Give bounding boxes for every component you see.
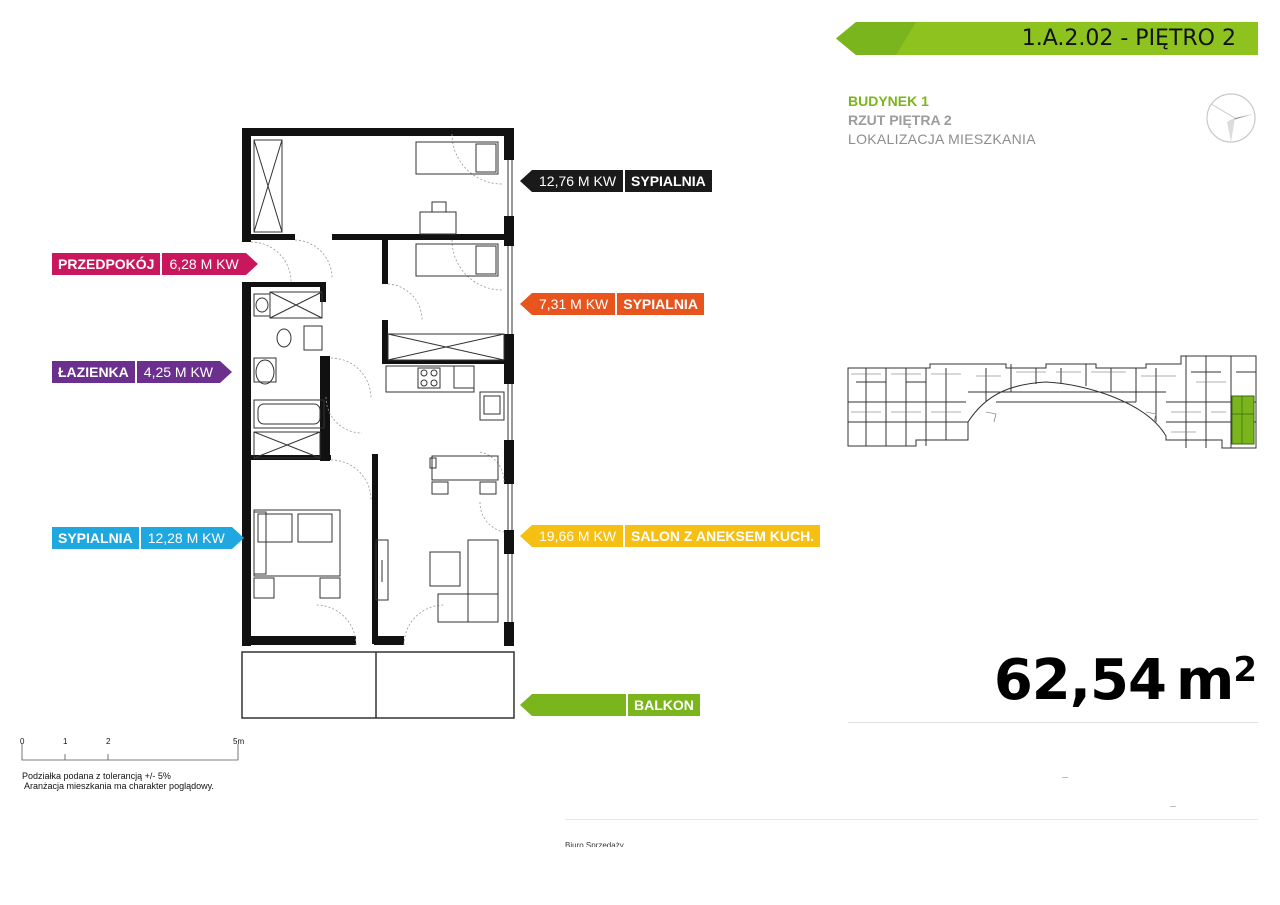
room-label-sypialnia-1: 12,76 M KW SYPIALNIA [520, 170, 712, 192]
room-name: SALON Z ANEKSEM KUCH. [623, 525, 821, 547]
floor-plan-title: RZUT PIĘTRA 2 [848, 112, 952, 128]
windows [507, 160, 513, 622]
room-label-balkon: BALKON [520, 694, 700, 716]
furniture [253, 139, 505, 623]
arrangement-note: Aranżacja mieszkania ma charakter pogląd… [24, 781, 214, 791]
door-swings [250, 133, 505, 646]
building-location-plan [847, 355, 1257, 449]
walls [242, 128, 514, 646]
floor-label: - PIĘTRO 2 [1113, 26, 1236, 51]
building-name: BUDYNEK 1 [848, 93, 929, 109]
area-unit: m [1175, 648, 1234, 713]
area-unit-sup: 2 [1233, 650, 1257, 690]
unit-code: 1.A.2.02 [1021, 26, 1114, 51]
room-area: 6,28 M KW [160, 253, 246, 275]
room-area: 4,25 M KW [134, 361, 221, 383]
room-name: SYPIALNIA [623, 170, 712, 192]
label-bar [532, 694, 626, 716]
scale-tick-1: 1 [63, 737, 68, 746]
scale-bar [21, 744, 239, 761]
unit-header: 1.A.2.02 - PIĘTRO 2 [836, 22, 1258, 55]
scale-tick-5m: 5m [233, 737, 245, 746]
location-label: LOKALIZACJA MIESZKANIA [848, 131, 1036, 147]
floor-plan [241, 128, 515, 719]
room-label-przedpokoj: PRZEDPOKÓJ 6,28 M KW [52, 253, 258, 275]
divider-line [565, 819, 1258, 820]
unit-header-banner [836, 22, 1258, 55]
room-name: SYPIALNIA [52, 527, 139, 549]
room-name: SYPIALNIA [615, 293, 704, 315]
room-area: 12,28 M KW [138, 527, 232, 549]
divider-line [848, 722, 1258, 723]
divider-dash [1062, 777, 1068, 778]
scale-notes: Podziałka podana z tolerancją +/- 5% Ara… [22, 771, 214, 791]
room-area: 12,76 M KW [532, 170, 624, 192]
scale-tick-2: 2 [106, 737, 111, 746]
room-label-sypialnia-2: 7,31 M KW SYPIALNIA [520, 293, 704, 315]
room-label-salon: 19,66 M KW SALON Z ANEKSEM KUCH. [520, 525, 821, 547]
building-info: BUDYNEK 1 RZUT PIĘTRA 2 LOKALIZACJA MIES… [848, 92, 1036, 149]
room-area: 19,66 M KW [532, 525, 624, 547]
sales-office-text: Biuro Sprzedaży [565, 841, 624, 847]
room-label-sypialnia-3: SYPIALNIA 12,28 M KW [52, 527, 244, 549]
compass-icon [1206, 93, 1256, 143]
room-name: ŁAZIENKA [52, 361, 135, 383]
area-value: 62,54 [993, 648, 1167, 713]
room-name: BALKON [626, 694, 700, 716]
tolerance-note: Podziałka podana z tolerancją +/- 5% [22, 771, 171, 781]
balcony-outline [241, 651, 515, 719]
divider-dash [1170, 806, 1176, 807]
room-label-lazienka: ŁAZIENKA 4,25 M KW [52, 361, 233, 383]
room-name: PRZEDPOKÓJ [52, 253, 161, 275]
scale-tick-0: 0 [20, 737, 25, 746]
room-area: 7,31 M KW [532, 293, 616, 315]
